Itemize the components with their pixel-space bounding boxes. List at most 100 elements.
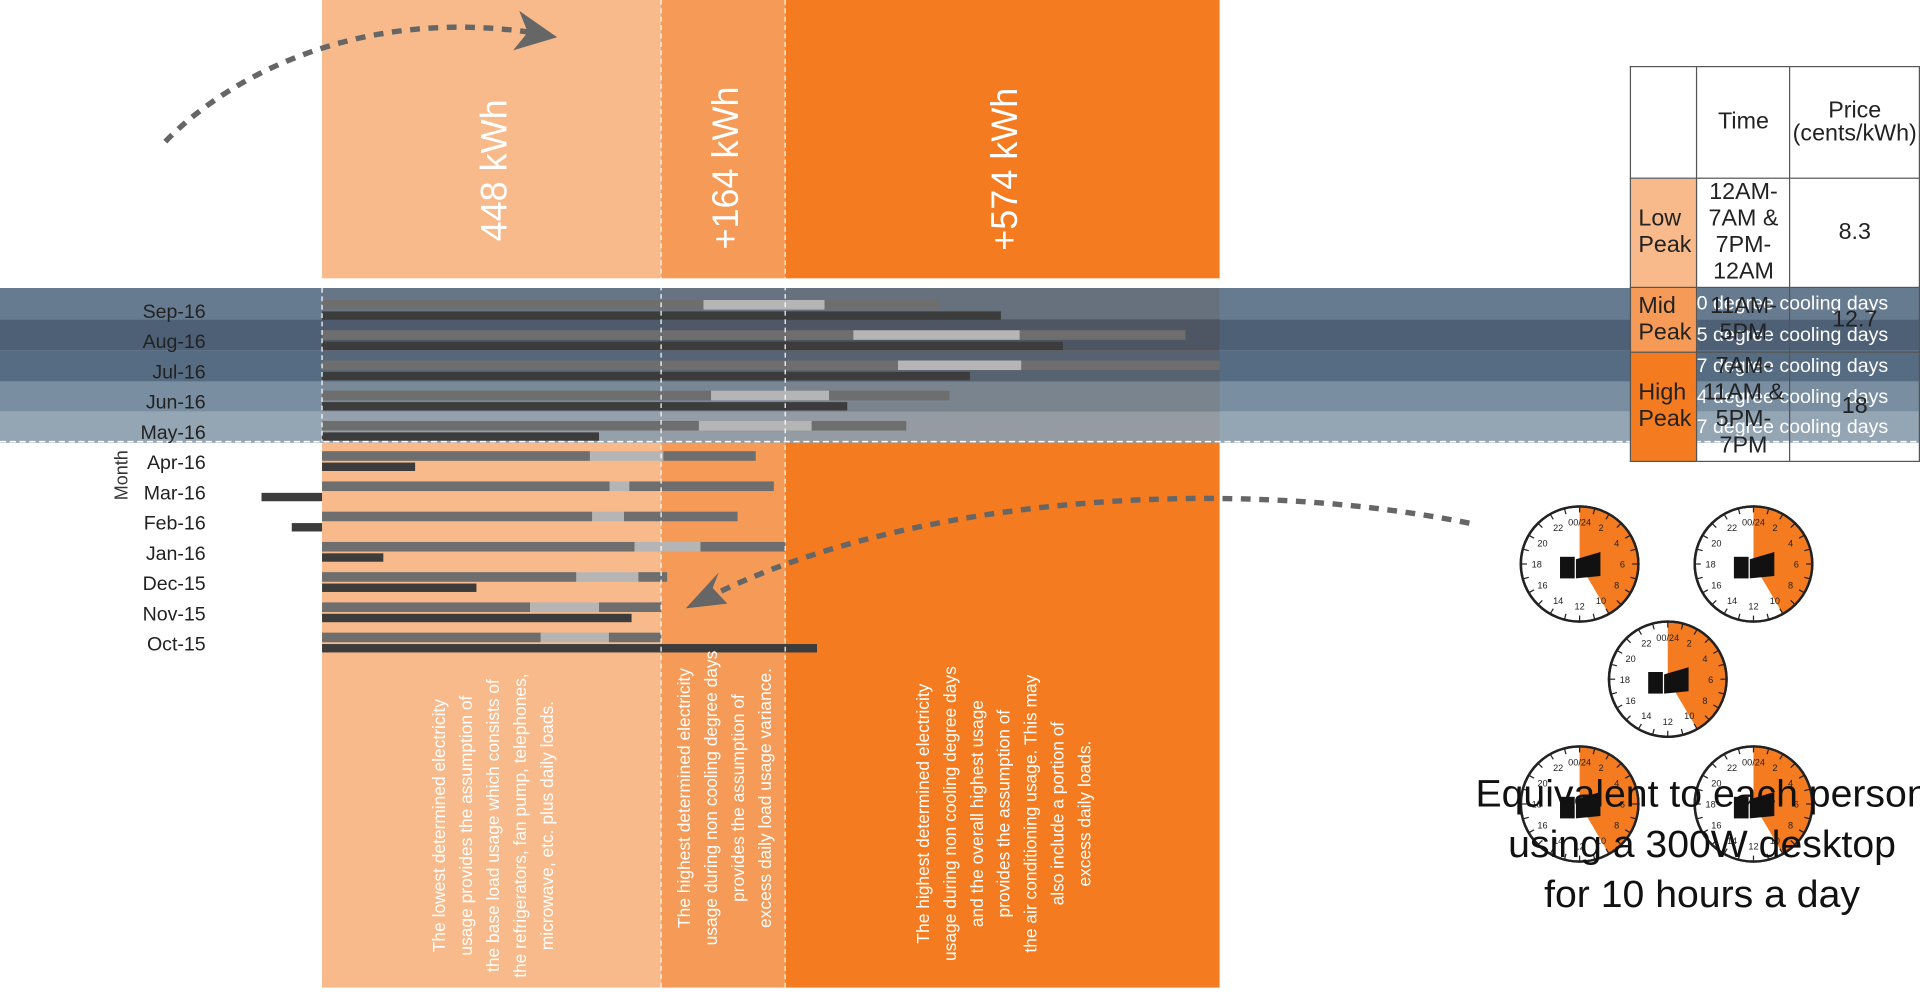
usage-bar [322, 300, 704, 310]
price-header-blank [1629, 66, 1698, 179]
zone-description-line: usage during non cooling degree days [701, 650, 721, 945]
clock-hour-label: 14 [1553, 836, 1563, 846]
usage-bar [811, 420, 907, 431]
computer-monitor-shape [1575, 792, 1601, 819]
time-cell: 11AM-5PM [1696, 286, 1791, 353]
clock-hour-label: 22 [1727, 763, 1737, 773]
usage-bar [592, 511, 625, 522]
clock-hour-label: 4 [1788, 779, 1793, 789]
clock-hour-label: 20 [1626, 654, 1636, 664]
zone-kwh-label: +574 kWh [984, 88, 1025, 251]
clock-shaded-sector [1753, 746, 1813, 854]
clock-hour-label: 8 [1614, 821, 1619, 831]
clock-hour-label: 12 [1574, 842, 1584, 852]
usage-bar [540, 632, 609, 643]
equivalence-line: for 10 hours a day [1544, 872, 1860, 916]
tier-cell: High Peak [1629, 351, 1698, 463]
clock-hour-label: 00/24 [1568, 518, 1591, 528]
zone-header-2 [785, 0, 1220, 279]
baseline-bar [322, 583, 477, 592]
clock-hour-label: 12 [1574, 602, 1584, 612]
price-header-price: Price (cents/kWh) [1789, 66, 1920, 179]
usage-bar [576, 572, 639, 582]
zone-description-line: also include a portion of [1047, 722, 1067, 906]
zone-gap [785, 278, 1220, 288]
clock-hour-label: 16 [1626, 696, 1636, 706]
clock-hour-label: 00/24 [1568, 758, 1591, 768]
clock-hour-label: 18 [1706, 800, 1716, 810]
usage-bar [698, 420, 812, 431]
usage-bar [322, 360, 898, 371]
clock-hour-label: 14 [1553, 596, 1563, 606]
usage-bar [589, 451, 664, 461]
clock-hour-label: 22 [1553, 763, 1563, 773]
tier-cell: Mid Peak [1629, 286, 1698, 353]
clock-rim [1693, 745, 1814, 863]
clock-rim [1693, 505, 1814, 623]
usage-bar [634, 541, 701, 552]
clock-hour-label: 10 [1684, 711, 1694, 721]
clock-shaded-sector [1579, 506, 1639, 614]
equivalence-text: Equivalent to each person using a 300W d… [1469, 768, 1920, 919]
clock-hour-label: 2 [1598, 763, 1603, 773]
clock-hour-label: 14 [1727, 836, 1737, 846]
desktop-computer-icon [1733, 792, 1775, 819]
desktop-computer-icon [1648, 667, 1689, 694]
clock-hour-label: 14 [1727, 596, 1737, 606]
computer-monitor-shape [1664, 667, 1689, 694]
clock-hour-label: 12 [1748, 842, 1758, 852]
usage-bar [1019, 330, 1186, 340]
clock-hour-label: 18 [1706, 560, 1716, 570]
clock-shaded-sector [1753, 506, 1813, 614]
clock-hour-label: 6 [1620, 800, 1625, 810]
arrow-bottom-head [685, 572, 728, 609]
clock-rim [1519, 745, 1640, 863]
usage-bar [599, 602, 662, 612]
cooling-band [0, 411, 1920, 443]
computer-tower-shape [1560, 556, 1575, 579]
clock-hour-label: 6 [1620, 560, 1625, 570]
baseline-bar [322, 613, 632, 623]
table-row: High Peak 7AM-11AM & 5PM-7PM 18 [1629, 351, 1920, 463]
clock-hour-label: 18 [1532, 800, 1542, 810]
usage-bar [853, 330, 1020, 340]
price-header-price-line1: Price [1828, 98, 1882, 124]
usage-bar [624, 511, 738, 522]
usage-bar [322, 390, 712, 401]
zone-header-1 [661, 0, 786, 279]
zone-description-line: and the overall highest usage [967, 700, 987, 927]
clock-hour-label: 4 [1788, 539, 1793, 549]
month-label: Aug-16 [143, 331, 206, 353]
zone-description-line: The lowest determined electricity [429, 699, 449, 952]
baseline-bar [322, 644, 817, 653]
clock-hour-label: 10 [1596, 836, 1606, 846]
computer-monitor-shape [1575, 552, 1601, 579]
month-label: Jul-16 [152, 362, 205, 384]
tier-cell: Low Peak [1629, 177, 1698, 289]
usage-bar [824, 300, 940, 310]
usage-bar [829, 390, 950, 401]
zone-description-line: The highest determined electricity [674, 668, 694, 928]
month-label: Mar-16 [144, 483, 206, 505]
price-cell: 12.7 [1789, 286, 1920, 353]
zone-description-line: provides the assumption of [994, 710, 1014, 918]
table-row: Mid Peak 11AM-5PM 12.7 [1629, 286, 1920, 353]
baseline-bar [322, 371, 970, 381]
clock-hour-label: 4 [1702, 654, 1707, 664]
clock-hour-label: 2 [1598, 523, 1603, 533]
usage-bar [700, 541, 786, 552]
clock-hour-label: 00/24 [1742, 758, 1765, 768]
price-header-price-line2: (cents/kWh) [1792, 121, 1917, 147]
clock-hour-label: 20 [1711, 779, 1721, 789]
arrow-top-head [513, 10, 558, 51]
usage-bar [322, 572, 577, 582]
month-label: May-16 [140, 422, 205, 444]
equivalence-line: using a 300W desktop [1508, 822, 1896, 866]
arrow-top-curve [163, 24, 540, 144]
baseline-bar [322, 402, 848, 411]
usage-bar [897, 360, 1022, 371]
